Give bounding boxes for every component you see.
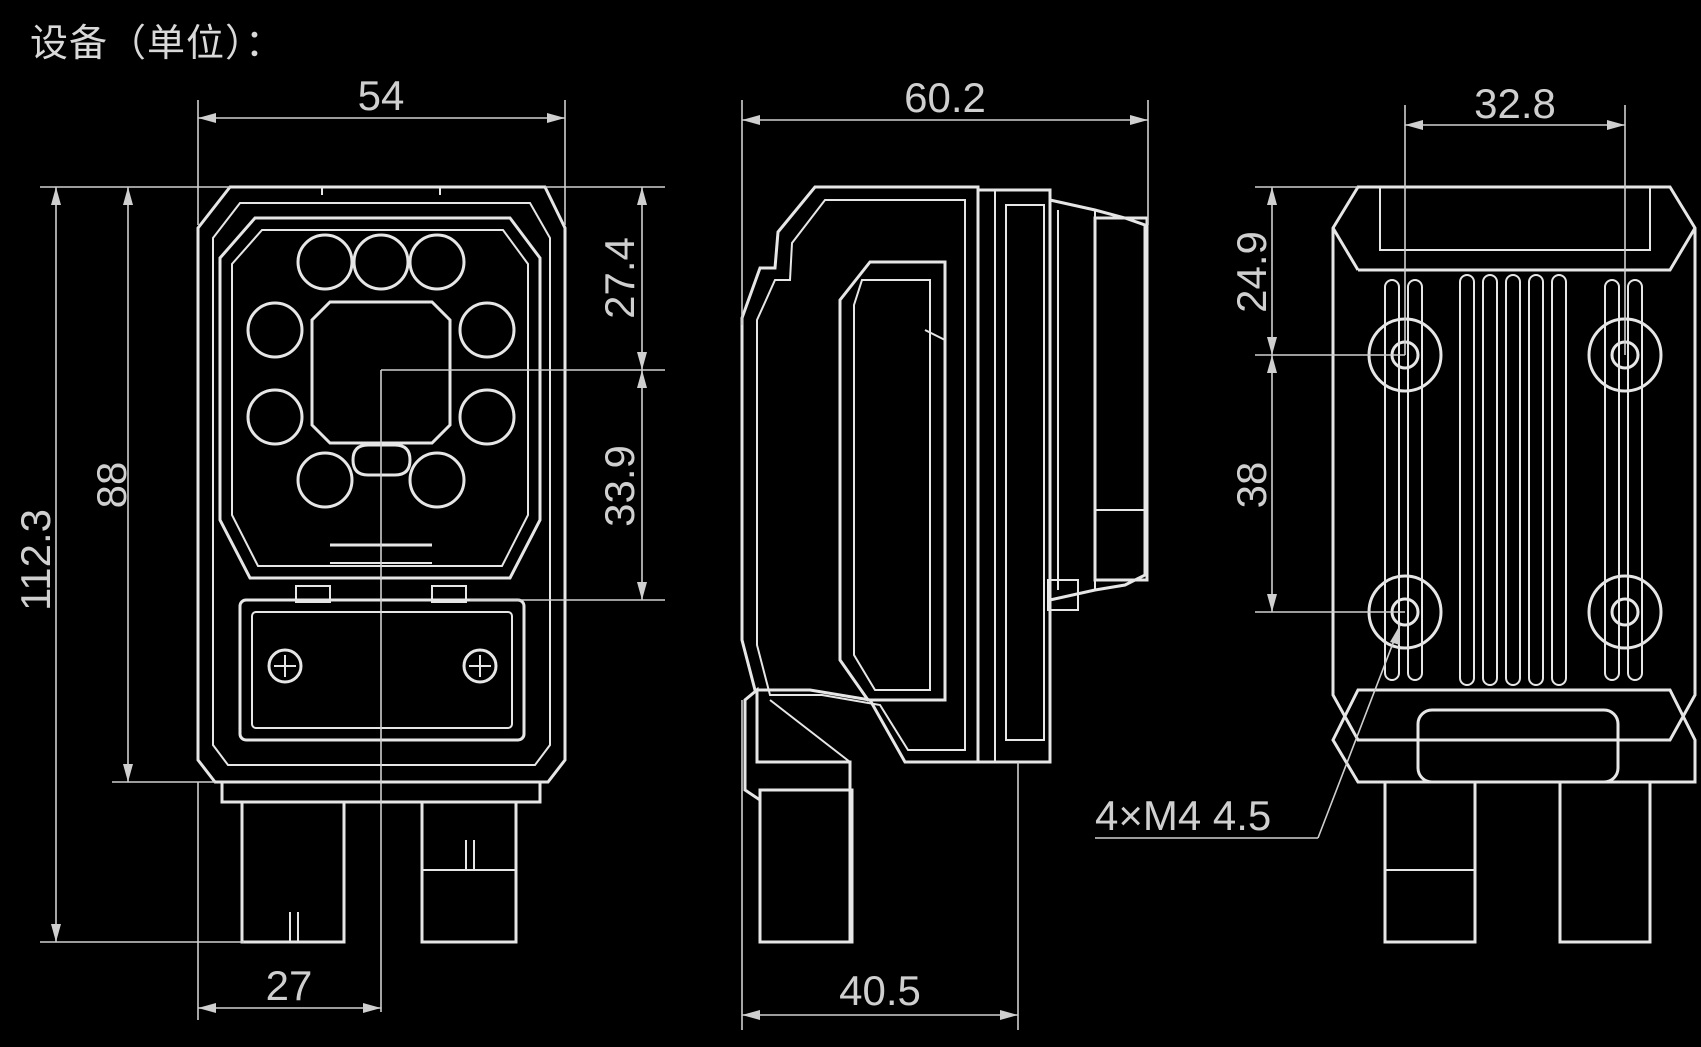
fins bbox=[1384, 274, 1643, 686]
dim-height-total: 112.3 bbox=[12, 509, 59, 611]
dim-lower: 33.9 bbox=[596, 445, 643, 527]
back-view: 32.8 24.9 38 4×M4 4.5 bbox=[1095, 80, 1697, 944]
dim-depth-bottom: 40.5 bbox=[839, 967, 921, 1014]
front-view: 54 27 112.3 88 27.4 33.9 bbox=[12, 72, 665, 1020]
dim-height-body: 88 bbox=[88, 462, 135, 509]
dim-hole-top: 24.9 bbox=[1228, 231, 1275, 313]
dim-hole-spacing-h: 32.8 bbox=[1474, 80, 1556, 127]
dim-width-bottom: 27 bbox=[266, 962, 313, 1009]
dim-depth-top: 60.2 bbox=[904, 74, 986, 121]
side-view: 60.2 40.5 bbox=[740, 74, 1149, 1030]
thread-note: 4×M4 4.5 bbox=[1095, 792, 1271, 839]
drawing-title: 设备（单位）： bbox=[30, 21, 285, 65]
dim-width-top: 54 bbox=[358, 72, 405, 119]
dim-upper: 27.4 bbox=[596, 237, 643, 319]
dim-hole-spacing-v: 38 bbox=[1228, 462, 1275, 509]
